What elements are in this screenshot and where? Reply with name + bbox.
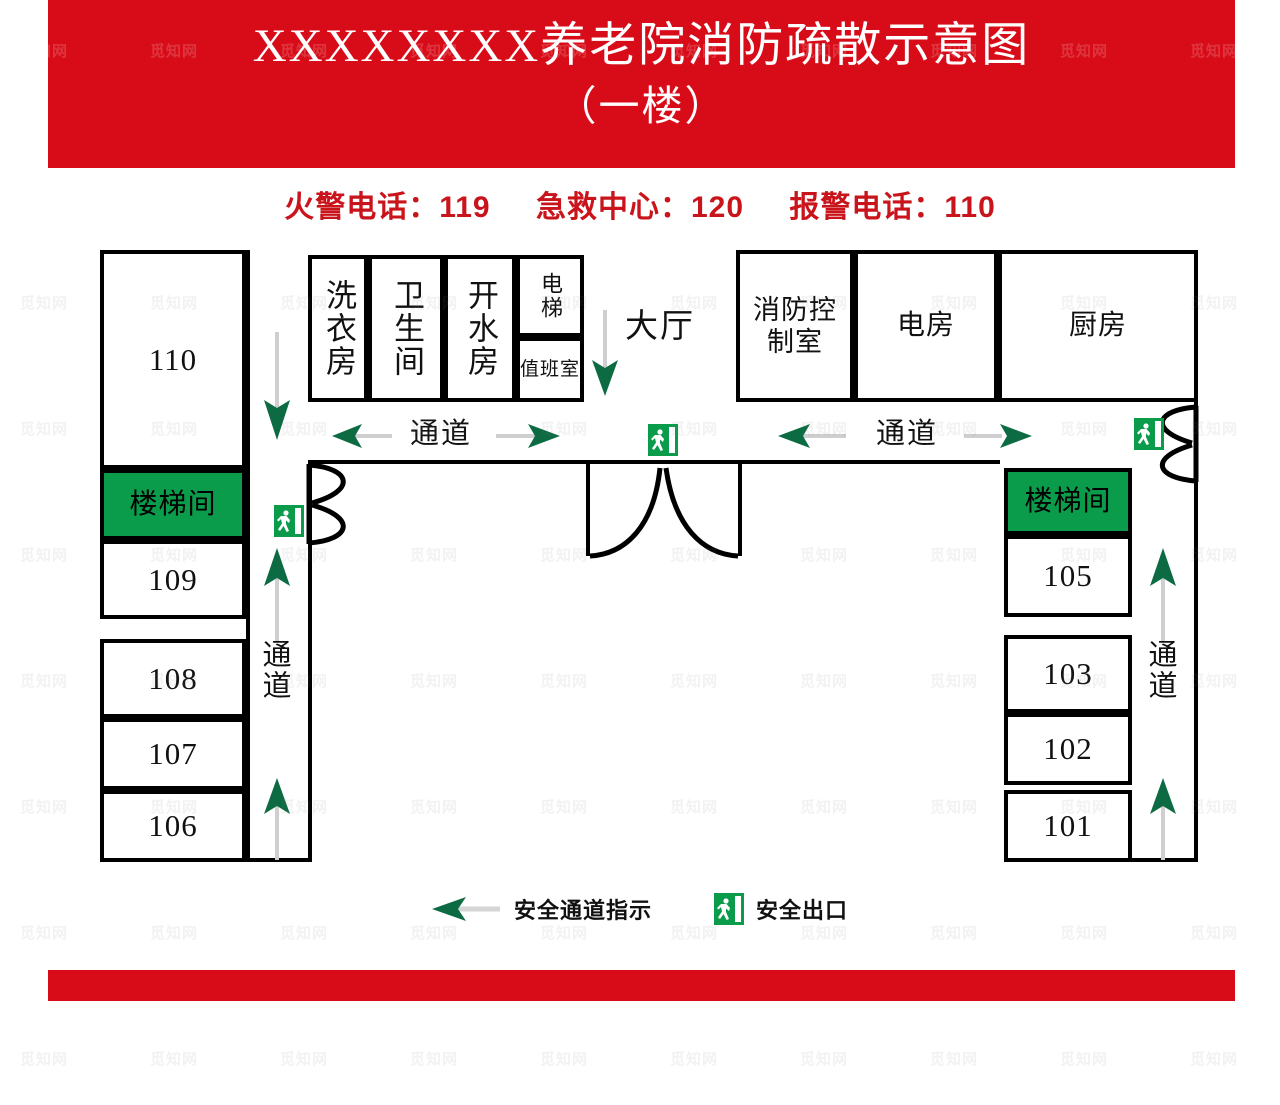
room-label: 109 xyxy=(148,561,198,597)
lobby-area: 大厅 xyxy=(600,300,720,346)
room-label: 洗衣房 xyxy=(321,279,356,378)
corridor-arrow-left-east xyxy=(496,424,560,448)
lobby-entry-wall-right xyxy=(738,460,742,556)
room-label: 值班室 xyxy=(520,358,581,380)
lobby-label: 大厅 xyxy=(625,309,695,345)
room-label: 103 xyxy=(1043,656,1093,691)
legend-label-passage: 安全通道指示 xyxy=(513,898,652,923)
emergency-hotline-row: 火警电话：119 急救中心：120 报警电话：110 xyxy=(0,182,1280,226)
room-107: 107 xyxy=(100,718,246,790)
left-corridor-wall-inner xyxy=(308,460,312,862)
left-corridor-wall-outer xyxy=(246,250,250,862)
room-label: 楼梯间 xyxy=(1024,485,1112,517)
room-label: 开水房 xyxy=(463,279,498,378)
corridor-label-top-right: 通道 xyxy=(875,418,938,450)
room-kitchen: 厨房 xyxy=(998,250,1198,402)
corridor-label-right: 通道 xyxy=(1144,639,1176,701)
running-man-glyph xyxy=(274,505,304,537)
room-label: 电梯 xyxy=(538,272,563,320)
lobby-arrow-down xyxy=(592,310,618,396)
room-108: 108 xyxy=(100,639,246,718)
running-man-glyph xyxy=(714,893,744,925)
corridor-arrow-right-east xyxy=(964,424,1032,448)
corridor-label-top-left: 通道 xyxy=(409,418,472,450)
room-label: 楼梯间 xyxy=(129,488,217,520)
main-entrance-door-swing xyxy=(589,467,739,559)
legend-label-exit: 安全出口 xyxy=(756,898,849,923)
hotline-fire: 火警电话：119 xyxy=(284,191,491,224)
corridor-arrow-left-up-2 xyxy=(264,778,290,860)
running-man-glyph xyxy=(648,424,678,456)
legend-item-exit: 安全出口 xyxy=(714,893,848,925)
room-102: 102 xyxy=(1004,713,1132,785)
room-label: 107 xyxy=(148,736,198,771)
corridor-arrow-right-west xyxy=(778,424,846,448)
corridor-arrow-right-up-1 xyxy=(1150,548,1176,642)
room-103: 103 xyxy=(1004,635,1132,713)
running-man-glyph xyxy=(1134,418,1164,450)
left-stairwell-door-swing xyxy=(306,462,346,546)
room-fire-control: 消防控制室 xyxy=(736,250,854,402)
room-label: 101 xyxy=(1043,808,1093,843)
corridor-arrow-left-up-1 xyxy=(264,548,290,642)
room-110: 110 xyxy=(100,250,246,469)
room-label: 卫生间 xyxy=(389,279,424,378)
left-arrow-icon xyxy=(431,897,500,921)
room-label: 厨房 xyxy=(1068,310,1127,341)
corridor-arrow-right-up-2 xyxy=(1150,778,1176,860)
emergency-exit-icon-lobby xyxy=(648,424,678,456)
room-label: 102 xyxy=(1043,731,1093,766)
corridor-lower-wall xyxy=(308,460,1000,464)
room-label: 消防控制室 xyxy=(753,295,837,357)
room-105: 105 xyxy=(1004,535,1132,617)
corridor-label-left: 通道 xyxy=(258,639,290,701)
room-label: 110 xyxy=(148,341,198,377)
corridor-upper-wall-left xyxy=(308,398,584,402)
stairwell-left: 楼梯间 xyxy=(100,469,246,540)
room-boiler: 开水房 xyxy=(444,255,516,402)
hotline-police: 报警电话：110 xyxy=(789,191,996,224)
emergency-exit-icon-right-corridor xyxy=(1134,418,1164,450)
room-elevator: 电梯 xyxy=(516,255,584,337)
room-label: 105 xyxy=(1043,558,1093,593)
room-101: 101 xyxy=(1004,790,1132,862)
room-washroom: 卫生间 xyxy=(368,255,444,402)
emergency-exit-icon-legend xyxy=(714,893,744,925)
room-electrical: 电房 xyxy=(854,250,998,402)
stairwell-right: 楼梯间 xyxy=(1004,468,1132,535)
right-corridor-wall-outer xyxy=(1194,250,1198,862)
lobby-entry-wall-left xyxy=(586,460,590,556)
room-106: 106 xyxy=(100,790,246,862)
corridor-arrow-left-west xyxy=(332,424,392,448)
corridor-arrow-left-down xyxy=(264,332,290,440)
emergency-exit-icon-left-corridor xyxy=(274,505,304,537)
room-label: 108 xyxy=(148,660,198,696)
room-laundry: 洗衣房 xyxy=(308,255,368,402)
header-red-banner xyxy=(48,0,1235,168)
room-label: 106 xyxy=(148,808,198,843)
footer-red-banner xyxy=(48,970,1235,1001)
corridor-upper-wall-right xyxy=(736,398,1198,402)
room-label: 电房 xyxy=(896,310,955,341)
legend: 安全通道指示 安全出口 xyxy=(0,893,1280,925)
room-duty: 值班室 xyxy=(516,337,584,402)
legend-item-passage: 安全通道指示 xyxy=(431,893,652,925)
hotline-ambulance: 急救中心：120 xyxy=(535,191,745,224)
room-109: 109 xyxy=(100,540,246,619)
